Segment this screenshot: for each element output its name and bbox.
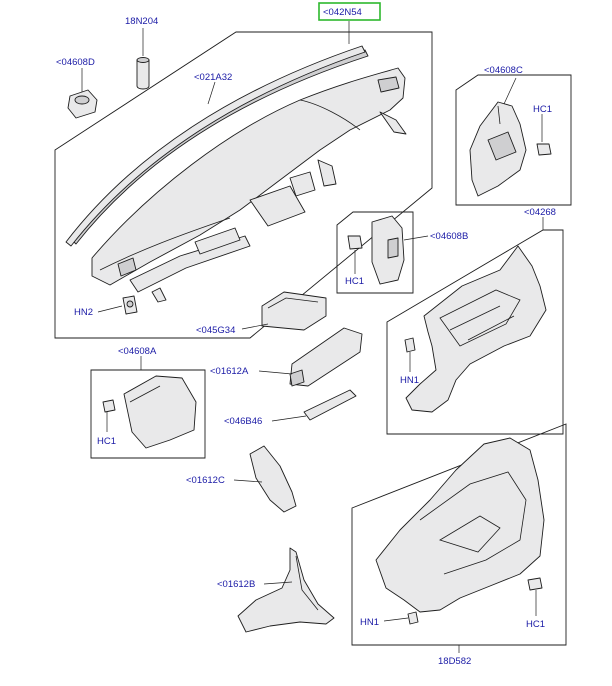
callout-hn1-bracket[interactable]: HN1 bbox=[400, 375, 419, 386]
callout-045G34[interactable]: <045G34 bbox=[196, 325, 235, 336]
callout-hc1-frame[interactable]: HC1 bbox=[526, 619, 545, 630]
glovebox-lid-part[interactable] bbox=[289, 327, 363, 387]
cup-insert-part[interactable] bbox=[67, 89, 98, 119]
highlight-frame bbox=[318, 2, 381, 21]
callout-hc1-a[interactable]: HC1 bbox=[97, 436, 116, 447]
dash-moulding[interactable] bbox=[65, 45, 366, 247]
bracket-group-box bbox=[386, 229, 564, 435]
callout-01612B[interactable]: <01612B bbox=[217, 579, 255, 590]
strip-part[interactable] bbox=[303, 389, 357, 421]
panel-b-part[interactable] bbox=[237, 547, 335, 633]
dash-group-box bbox=[54, 31, 433, 339]
hn2-clip-part[interactable] bbox=[122, 295, 138, 315]
hc1-clip-a[interactable] bbox=[102, 399, 116, 413]
callout-01612A[interactable]: <01612A bbox=[210, 366, 249, 377]
callout-021A32[interactable]: <021A32 bbox=[194, 72, 232, 83]
callout-04608B[interactable]: <04608B bbox=[430, 231, 468, 242]
pad-part[interactable] bbox=[261, 291, 327, 331]
hn1-clip-frame[interactable] bbox=[407, 611, 419, 625]
hc1-clip-c[interactable] bbox=[536, 143, 552, 156]
callout-hn2[interactable]: HN2 bbox=[74, 307, 93, 318]
callout-18N204[interactable]: 18N204 bbox=[125, 16, 158, 27]
trim-c-group-box bbox=[455, 74, 572, 206]
trim-a-part[interactable] bbox=[123, 375, 197, 449]
trim-b-part[interactable] bbox=[371, 215, 405, 285]
dashboard-assembly[interactable] bbox=[69, 49, 407, 303]
panel-c-part[interactable] bbox=[249, 445, 297, 513]
bracket-part[interactable] bbox=[405, 245, 547, 413]
callout-hn1-frame[interactable]: HN1 bbox=[360, 617, 379, 628]
plug-part[interactable] bbox=[136, 57, 150, 90]
trim-c-part[interactable] bbox=[469, 101, 527, 197]
hc1-clip-b[interactable] bbox=[347, 235, 363, 250]
callout-01612C[interactable]: <01612C bbox=[186, 475, 225, 486]
callout-04608C[interactable]: <04608C bbox=[484, 65, 523, 76]
callout-hc1-c[interactable]: HC1 bbox=[533, 104, 552, 115]
trim-a-group-box bbox=[90, 369, 206, 459]
callout-hc1-b[interactable]: HC1 bbox=[345, 276, 364, 287]
callout-042N54[interactable]: <042N54 bbox=[323, 7, 362, 18]
callout-04608A[interactable]: <04608A bbox=[118, 346, 157, 357]
hn1-clip-bracket[interactable] bbox=[404, 337, 416, 353]
callout-04268[interactable]: <04268 bbox=[524, 207, 556, 218]
leader-lines bbox=[81, 21, 544, 653]
frame-part[interactable] bbox=[375, 437, 545, 613]
callout-046B46[interactable]: <046B46 bbox=[224, 416, 262, 427]
callout-18D582[interactable]: 18D582 bbox=[438, 656, 471, 667]
callout-04608D[interactable]: <04608D bbox=[56, 57, 95, 68]
hc1-clip-frame[interactable] bbox=[527, 577, 543, 591]
trim-b-group-box bbox=[336, 211, 414, 294]
